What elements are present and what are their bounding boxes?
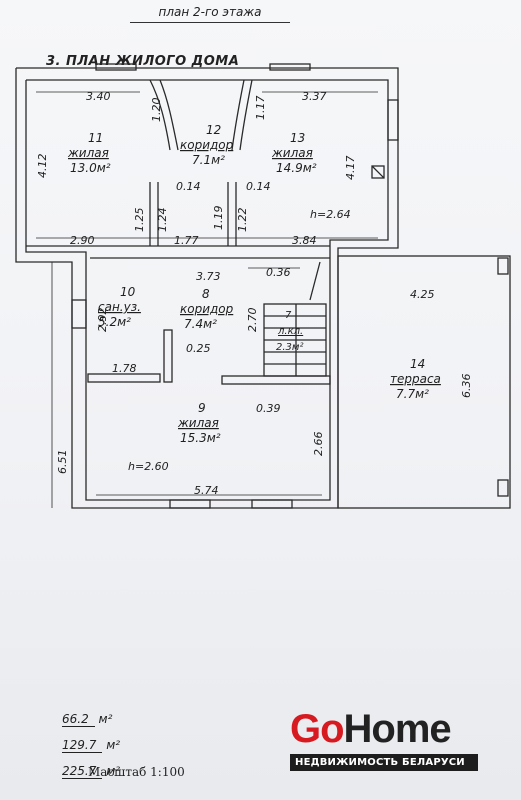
total-area: 129.7 м²: [62, 738, 121, 753]
room-type: сан.уз.: [98, 300, 141, 314]
logo-wordmark: GoHome: [290, 707, 452, 751]
room-type: коридор: [180, 302, 234, 316]
room-number: 13: [290, 131, 305, 145]
dimension-label: 0.36: [266, 266, 291, 279]
overall-area: 225.7 м²: [62, 764, 121, 779]
room-number: 8: [202, 287, 210, 301]
dimension-label: 2.70: [246, 308, 259, 333]
scale-text: Масштаб 1:100: [88, 765, 185, 779]
room-area: 2.3м²: [276, 342, 303, 353]
room-number: 12: [206, 123, 221, 137]
room-type: л.кл.: [277, 326, 303, 337]
room-area: 5.2м²: [98, 315, 131, 329]
living-area-total: 66.2 м²: [62, 712, 113, 727]
floor-title: план 2-го этажа: [130, 2, 290, 23]
ceiling-height: h=2.60: [128, 460, 169, 473]
dimension-label: 0.25: [186, 342, 211, 355]
dimension-label: 1.78: [112, 362, 137, 375]
dimension-label: 4.12: [36, 154, 49, 179]
dimension-label: 4.17: [344, 156, 357, 181]
dimension-label: 2.66: [312, 432, 325, 457]
dimension-label: 1.20: [150, 98, 163, 123]
room-area: 15.3м²: [180, 431, 221, 445]
dimension-label: 1.22: [236, 208, 249, 233]
dimension-label: 6.51: [56, 450, 69, 475]
dimension-label: 0.14: [246, 180, 271, 193]
dimension-label: 5.74: [194, 484, 219, 497]
gohome-logo: GoHome НЕДВИЖИМОСТЬ БЕЛАРУСИ: [290, 708, 478, 771]
room-area: 7.4м²: [184, 317, 217, 331]
dimension-label: 4.25: [410, 288, 435, 301]
dimension-label: 3.37: [302, 90, 327, 103]
dimension-label: 1.77: [174, 234, 199, 247]
ceiling-height: h=2.64: [310, 208, 351, 221]
dimension-label: 6.36: [460, 374, 473, 399]
dimension-label: 2.90: [70, 234, 95, 247]
room-number: 10: [120, 285, 136, 299]
room-type: терраса: [390, 372, 441, 386]
room-area: 13.0м²: [70, 161, 111, 175]
room-type: жилая: [177, 416, 219, 430]
dimension-label: 0.14: [176, 180, 201, 193]
plan-heading: 3. ПЛАН ЖИЛОГО ДОМА: [46, 54, 240, 69]
room-type: коридор: [180, 138, 234, 152]
logo-tagline: НЕДВИЖИМОСТЬ БЕЛАРУСИ: [290, 754, 478, 771]
room-area: 14.9м²: [276, 161, 317, 175]
room-number: 11: [88, 131, 103, 145]
room-area: 7.7м²: [396, 387, 429, 401]
dimension-label: 1.25: [133, 208, 146, 233]
room-number: 7: [285, 310, 292, 321]
dimension-label: 1.24: [156, 208, 169, 233]
dimension-label: 1.17: [254, 96, 267, 121]
room-type: жилая: [67, 146, 109, 160]
room-area: 7.1м²: [192, 153, 225, 167]
dimension-label: 2.92: [96, 308, 109, 333]
dimension-label: 3.73: [196, 270, 221, 283]
dimension-label: 1.19: [212, 206, 225, 231]
room-type: жилая: [271, 146, 313, 160]
dimension-label: 3.84: [292, 234, 317, 247]
room-number: 9: [198, 401, 206, 415]
room-number: 14: [410, 357, 425, 371]
dimension-label: 0.39: [256, 402, 281, 415]
dimension-label: 3.40: [86, 90, 111, 103]
